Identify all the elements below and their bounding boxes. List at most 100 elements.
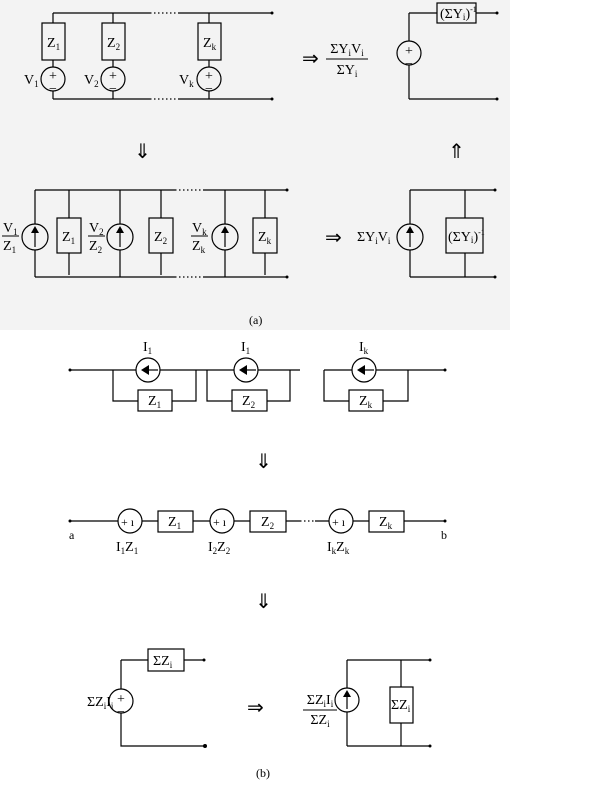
label-text: (ΣY [448,230,471,245]
label-text: I [327,540,332,555]
wire [175,189,203,278]
label-text: k [189,79,194,89]
node-or-source-shape [493,275,497,279]
wire [346,659,430,747]
wire [34,190,226,277]
label-text: Zk [258,230,272,246]
label-text: Z1 [3,239,16,255]
label-text: + [405,44,413,59]
label-text: 1 [157,400,162,410]
equiv-voltage-source [108,688,134,714]
label-text: Z [47,36,56,51]
impedance-z2 [148,217,174,254]
shunt-impedance-box [389,686,414,724]
label-text: 1 [56,42,61,52]
label-text: k [332,546,337,556]
node-or-source-shape [196,66,222,92]
series-impedance-box [147,648,185,672]
wire [221,226,229,233]
label-text: k [201,245,206,255]
voltage-source-v1: +− V1 [24,66,66,97]
label-text: I1 [143,340,152,356]
label-text: Z2 [242,394,255,410]
wire [406,226,414,233]
impedance-zk [348,389,384,412]
impedance-zk [197,22,222,61]
label-text: k [345,546,350,556]
current-source [106,223,134,251]
label-text: Z2 [154,230,167,246]
label-text: 2 [270,521,275,531]
label-text: V [3,221,13,236]
panel-b-row1-circuit: I1 I1 Ik Z1 Z2 Zk [68,340,447,412]
label-text: 1 [246,346,251,356]
label-text: k [212,42,217,52]
impedance-z1 [41,22,66,61]
label-text: ) [465,7,470,22]
label-text: 1 [71,236,76,246]
source-label-v2-z2: V2 Z2 [88,221,105,255]
label-text: ΣZ [153,654,170,669]
label-text: Z [261,515,270,530]
impedance-z2 [101,22,126,61]
label-text: Z [192,239,201,254]
label-text: Vk [192,221,207,237]
label-text: V1 [24,73,39,89]
label-text: Z [148,394,157,409]
impedance-z1 [137,389,173,412]
node-or-source-shape [270,97,274,101]
label-text: I [208,540,213,555]
voltage-source [209,508,235,534]
label-text: Ik [359,340,369,356]
wire [357,365,365,375]
label-text: V2 [84,73,99,89]
label-text: i [355,69,358,79]
label-text: ΣZ [87,695,104,710]
panel-b-norton-equivalent: ΣZiIi ΣZi ΣZi [303,658,432,748]
impedance-zk [252,217,278,254]
label-text: 2 [226,546,231,556]
current-source [211,223,239,251]
wire [120,659,205,747]
label-text: 2 [116,42,121,52]
label-text: i [327,719,330,729]
label-text: 1 [34,79,39,89]
label-text: IkZk [327,540,350,556]
label-text: i [170,660,173,670]
label-text: I [106,695,111,710]
caption-b: (b) [256,766,270,780]
impedance-label: Z1 [47,36,60,52]
label-text: I [359,340,364,355]
label-text: k [202,227,207,237]
voltage-source [117,508,143,534]
label-text: + [49,69,57,84]
node-or-source-shape [100,66,126,92]
node-or-source-shape [135,357,161,383]
label-text: I2Z2 [208,540,230,556]
label-text: ΣZ [310,713,327,728]
wire [116,226,124,233]
label-text: (ΣYi)-1 [440,5,477,22]
label-text: − [49,82,57,97]
label-text: Z2 [261,515,274,531]
equiv-voltage-denominator: ΣYi [337,63,358,79]
impedance-z1 [157,510,194,533]
wire [141,365,149,375]
label-text: I [241,340,246,355]
label-text: ΣYiVi [357,230,391,246]
label-text: + ı [121,515,135,529]
terminal-a: a [69,528,75,542]
wire [35,189,287,278]
label-text: Z2 [89,239,102,255]
wire [150,12,178,100]
label-text: 1 [13,227,18,237]
label-text: i [408,704,411,714]
down-arrow: ⇓ [134,139,151,163]
caption-a: (a) [249,313,262,327]
impedance-label: Zk [203,36,217,52]
label-text: Zk [359,394,373,410]
label-text: 2 [99,227,104,237]
equiv-current-source [396,223,424,251]
node-or-source-shape [106,223,134,251]
label-text: ΣZ [307,693,324,708]
